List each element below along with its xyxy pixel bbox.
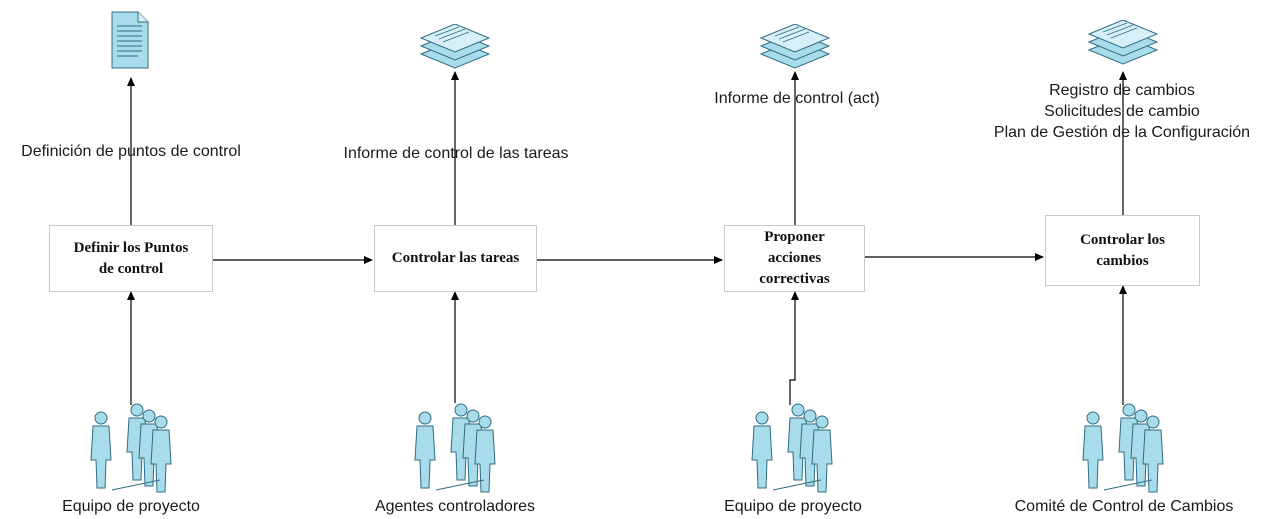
people-group-icon (414, 403, 496, 493)
process-label-line: Definir los Puntos (73, 239, 189, 256)
process-box-propose-corrective-actions: Proponer acciones correctivas (724, 225, 865, 292)
process-label-line: Controlar los (1080, 231, 1165, 248)
process-label-line: de control (98, 260, 164, 277)
process-label-line: cambios (1096, 252, 1149, 269)
document-stack-icon (1087, 20, 1159, 65)
output-label-task-report: Informe de control de las tareas (343, 145, 569, 162)
actor-label-controlling-agents: Agentes controladores (374, 498, 536, 515)
output-line: Registro de cambios (1049, 82, 1195, 99)
output-label-control-report-act: Informe de control (act) (714, 90, 880, 107)
process-label-line: acciones (767, 250, 822, 266)
document-stack-icon (419, 24, 491, 69)
output-label-control-points: Definición de puntos de control (21, 143, 241, 160)
process-label-line: Controlar las tareas (391, 250, 520, 266)
people-group-icon (751, 403, 833, 493)
people-group-icon (1082, 403, 1164, 493)
people-group-icon (90, 403, 172, 493)
output-label-change-artifacts: Registro de cambios Solicitudes de cambi… (994, 80, 1250, 143)
process-box-control-changes: Controlar los cambios (1045, 215, 1200, 286)
actor-label-change-control-board: Comité de Control de Cambios (1014, 498, 1234, 515)
process-label-line: Proponer (764, 229, 825, 245)
actor-label-project-team-2: Equipo de proyecto (724, 498, 862, 515)
document-stack-icon (759, 24, 831, 69)
output-line: Solicitudes de cambio (1044, 103, 1200, 120)
process-box-control-tasks: Controlar las tareas (374, 225, 537, 292)
process-box-define-control-points: Definir los Puntos de control (49, 225, 213, 292)
input-arrow-3 (789, 291, 799, 405)
actor-label-project-team: Equipo de proyecto (62, 498, 200, 515)
document-icon (111, 11, 149, 69)
process-label-line: correctivas (759, 271, 830, 287)
output-line: Plan de Gestión de la Configuración (993, 124, 1251, 141)
